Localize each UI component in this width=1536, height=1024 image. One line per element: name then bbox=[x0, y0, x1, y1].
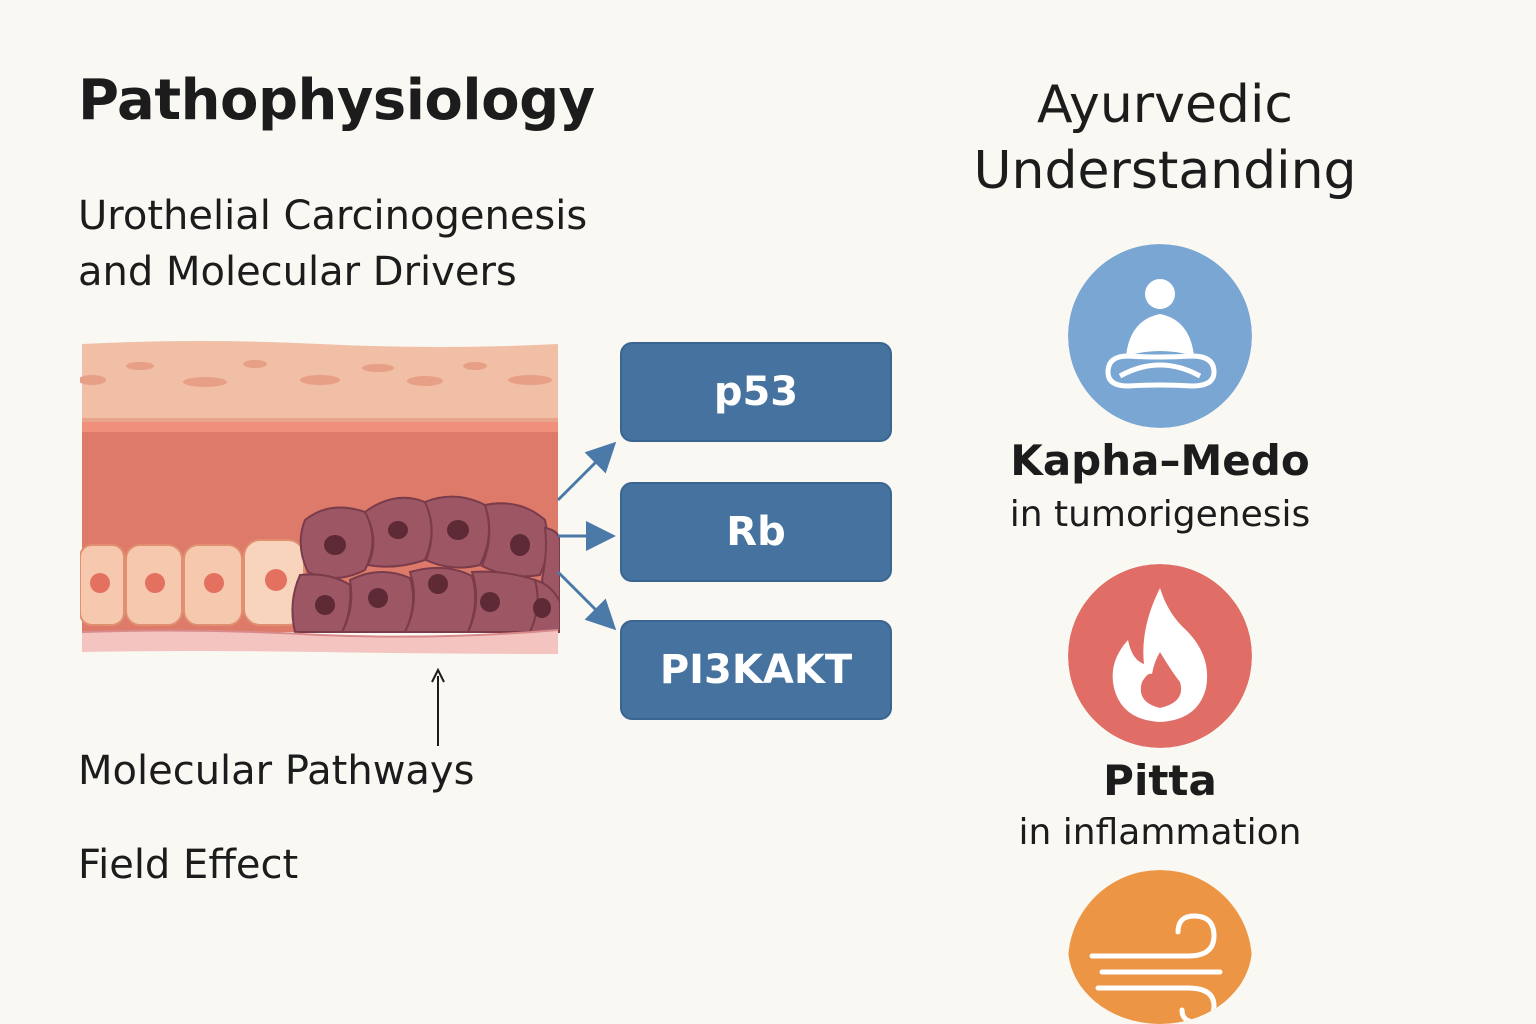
arrow-to-pi3kakt bbox=[556, 570, 617, 631]
kapha-medo-title: Kapha–Medo bbox=[1010, 436, 1310, 485]
basement-membrane bbox=[82, 630, 558, 654]
kapha-medo-subtitle: in tumorigenesis bbox=[1009, 494, 1311, 535]
arrow-to-p53 bbox=[556, 441, 617, 502]
pitta-subtitle: in inflammation bbox=[1018, 812, 1302, 853]
normal-cells bbox=[80, 539, 305, 626]
normal-cell-nuclei bbox=[90, 569, 287, 593]
flame-icon bbox=[1068, 564, 1252, 748]
urothelium-tissue-illustration bbox=[80, 341, 560, 654]
subtitle-line-1: Urothelial Carcinogenesis bbox=[78, 193, 588, 239]
tissue-top-cells bbox=[80, 360, 552, 387]
subtitle: Urothelial Carcinogenesis and Molecular … bbox=[78, 188, 698, 300]
subtitle-line-2: and Molecular Drivers bbox=[78, 249, 517, 295]
pathway-box-rb: Rb bbox=[620, 482, 892, 582]
meditation-icon bbox=[1068, 244, 1252, 428]
ayurvedic-title-line-2: Understanding bbox=[973, 141, 1357, 201]
pathway-box-pi3kakt: PI3KAKT bbox=[620, 620, 892, 720]
field-effect-label: Field Effect bbox=[78, 842, 299, 888]
tumor-cell-nuclei bbox=[315, 520, 551, 618]
molecular-pathways-label: Molecular Pathways bbox=[78, 748, 475, 794]
ayurvedic-title-line-1: Ayurvedic bbox=[1037, 75, 1293, 135]
wind-icon bbox=[1068, 870, 1252, 1024]
pitta-title: Pitta bbox=[1103, 756, 1217, 805]
pathophysiology-title: Pathophysiology bbox=[78, 68, 595, 133]
pathway-box-p53: p53 bbox=[620, 342, 892, 442]
ayurvedic-title: Ayurvedic Understanding bbox=[930, 72, 1400, 204]
